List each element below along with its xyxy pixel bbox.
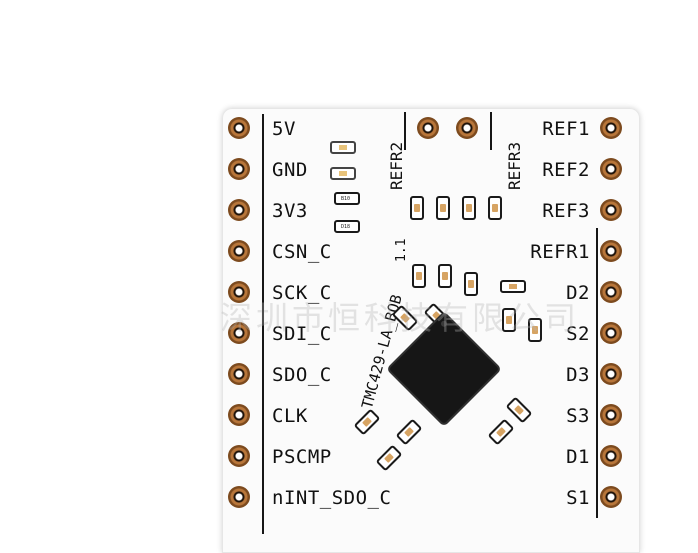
resistor-r3 xyxy=(464,272,478,296)
label-s2: S2 xyxy=(566,323,590,345)
led-gnd xyxy=(330,167,356,180)
pad-sck[interactable] xyxy=(228,281,250,303)
label-refr3: REFR3 xyxy=(505,141,524,190)
pad-pscmp[interactable] xyxy=(228,445,250,467)
capacitor-c2 xyxy=(436,196,450,220)
pad-ref1[interactable] xyxy=(600,117,622,139)
resistor-d18: D18 xyxy=(334,220,360,233)
left-silk-line xyxy=(262,114,264,534)
resistor-r5 xyxy=(502,308,516,332)
pad-d3[interactable] xyxy=(600,363,622,385)
label-ref3: REF3 xyxy=(542,200,590,222)
pad-5v[interactable] xyxy=(228,117,250,139)
resistor-r4 xyxy=(500,280,526,293)
top-header-line-2 xyxy=(490,112,492,150)
resistor-b10: B10 xyxy=(334,192,360,205)
label-refr1: REFR1 xyxy=(530,241,590,263)
pad-s3[interactable] xyxy=(600,404,622,426)
label-refr2: REFR2 xyxy=(387,141,406,190)
pad-sdi[interactable] xyxy=(228,322,250,344)
label-s1: S1 xyxy=(566,487,590,509)
pad-ref3[interactable] xyxy=(600,199,622,221)
label-sck: SCK_C xyxy=(272,282,332,304)
pad-refr3[interactable] xyxy=(456,117,478,139)
pad-3v3[interactable] xyxy=(228,199,250,221)
pad-csn[interactable] xyxy=(228,240,250,262)
label-csn: CSN_C xyxy=(272,241,332,263)
label-pscmp: PSCMP xyxy=(272,446,332,468)
resistor-r6 xyxy=(528,318,542,342)
resistor-r1 xyxy=(462,196,476,220)
label-d2: D2 xyxy=(566,282,590,304)
label-gnd: GND xyxy=(272,159,308,181)
label-ref1: REF1 xyxy=(542,118,590,140)
label-clk: CLK xyxy=(272,405,308,427)
label-s3: S3 xyxy=(566,405,590,427)
pad-s2[interactable] xyxy=(600,322,622,344)
label-5v: 5V xyxy=(272,118,296,140)
led-5v xyxy=(330,141,356,154)
label-ref2: REF2 xyxy=(542,159,590,181)
label-sdo: SDO_C xyxy=(272,364,332,386)
pad-clk[interactable] xyxy=(228,404,250,426)
pad-nint[interactable] xyxy=(228,486,250,508)
pad-ref2[interactable] xyxy=(600,158,622,180)
label-sdi: SDI_C xyxy=(272,323,332,345)
board-version: 1.1 xyxy=(394,238,409,262)
pad-gnd[interactable] xyxy=(228,158,250,180)
pad-s1[interactable] xyxy=(600,486,622,508)
capacitor-c1 xyxy=(410,196,424,220)
label-nint: nINT_SDO_C xyxy=(272,487,392,509)
label-3v3: 3V3 xyxy=(272,200,308,222)
pad-refr1[interactable] xyxy=(600,240,622,262)
label-d1: D1 xyxy=(566,446,590,468)
right-silk-line xyxy=(596,228,598,518)
pad-d1[interactable] xyxy=(600,445,622,467)
capacitor-c3 xyxy=(412,264,426,288)
pad-refr2[interactable] xyxy=(417,117,439,139)
label-d3: D3 xyxy=(566,364,590,386)
pad-sdo[interactable] xyxy=(228,363,250,385)
resistor-r2 xyxy=(488,196,502,220)
capacitor-c4 xyxy=(438,264,452,288)
pad-d2[interactable] xyxy=(600,281,622,303)
top-header-line xyxy=(404,112,406,150)
